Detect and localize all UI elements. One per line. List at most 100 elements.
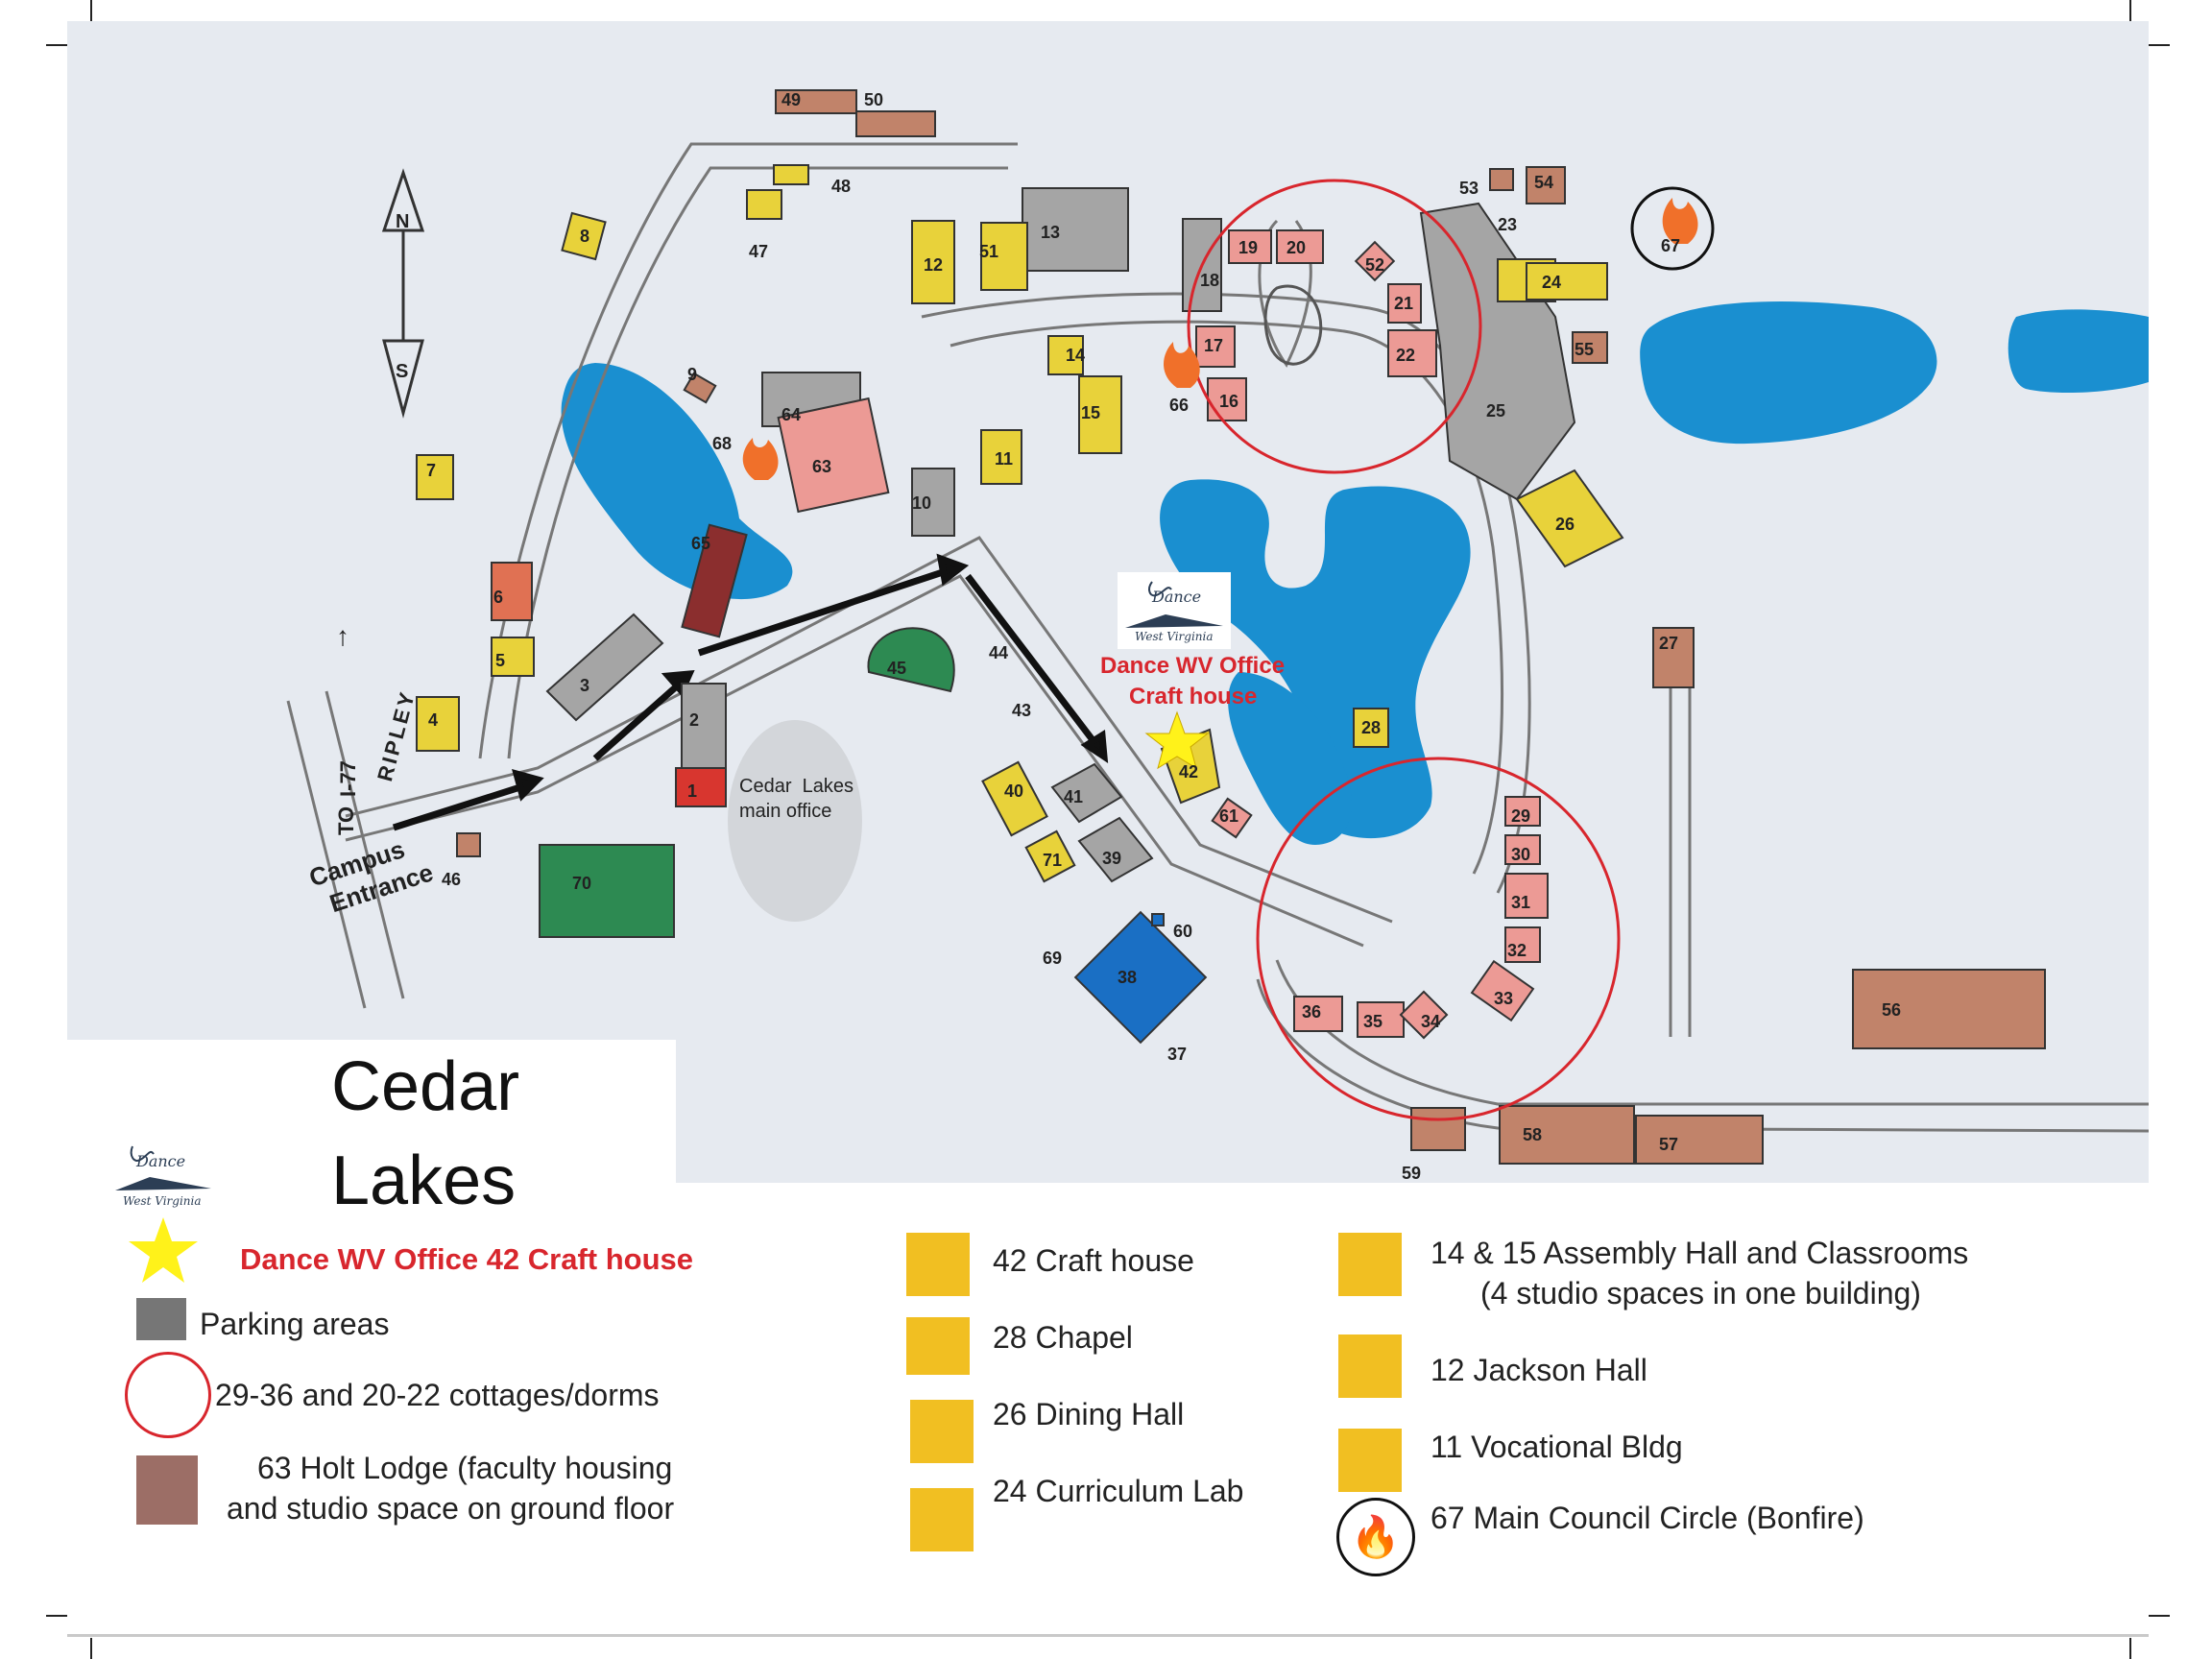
svg-text:46: 46 <box>442 870 461 889</box>
svg-text:64: 64 <box>781 405 801 424</box>
legend-curriculum-swatch <box>910 1488 974 1551</box>
crop-mark <box>90 0 92 21</box>
svg-text:27: 27 <box>1659 634 1678 653</box>
svg-text:8: 8 <box>580 227 589 246</box>
legend-parking-swatch <box>136 1298 186 1340</box>
svg-text:66: 66 <box>1169 396 1189 415</box>
svg-text:12: 12 <box>924 255 943 275</box>
svg-text:53: 53 <box>1459 179 1479 198</box>
svg-text:71: 71 <box>1043 851 1062 870</box>
svg-text:41: 41 <box>1064 787 1083 806</box>
legend-assembly-text-1: 14 & 15 Assembly Hall and Classrooms <box>1431 1236 1969 1270</box>
logo-word-2: West Virginia <box>1135 630 1214 643</box>
svg-text:58: 58 <box>1523 1125 1542 1144</box>
svg-text:22: 22 <box>1396 346 1415 365</box>
lake-east <box>1640 301 1937 445</box>
svg-text:5: 5 <box>495 651 505 670</box>
legend-chapel-swatch <box>906 1317 970 1375</box>
svg-text:48: 48 <box>831 177 851 196</box>
legend-dorms-swatch <box>125 1352 211 1438</box>
office-callout-line-2: Craft house <box>1129 684 1258 709</box>
legend-holt-swatch <box>136 1455 198 1525</box>
svg-text:7: 7 <box>426 461 436 480</box>
crop-mark <box>46 44 67 46</box>
legend-dorms-text: 29-36 and 20-22 cottages/dorms <box>215 1378 660 1412</box>
svg-text:25: 25 <box>1486 401 1505 421</box>
main-office-line-2: main office <box>739 801 832 822</box>
svg-text:28: 28 <box>1361 718 1381 737</box>
legend-vocational-swatch <box>1338 1429 1402 1492</box>
star-icon <box>129 1217 198 1283</box>
svg-text:35: 35 <box>1363 1012 1382 1031</box>
svg-text:32: 32 <box>1507 941 1527 960</box>
legend-area <box>67 1183 2149 1637</box>
svg-text:1: 1 <box>687 781 697 801</box>
svg-text:2: 2 <box>689 710 699 730</box>
crop-mark <box>2149 44 2170 46</box>
svg-text:63: 63 <box>812 457 831 476</box>
legend-dining-text: 26 Dining Hall <box>993 1397 1185 1431</box>
svg-text:33: 33 <box>1494 989 1513 1008</box>
road-label-to: TO <box>334 805 358 835</box>
svg-text:21: 21 <box>1394 294 1413 313</box>
svg-text:36: 36 <box>1302 1002 1321 1022</box>
svg-text:45: 45 <box>887 659 906 678</box>
legend-jackson-swatch <box>1338 1334 1402 1398</box>
svg-text:18: 18 <box>1200 271 1219 290</box>
crop-mark <box>90 1638 92 1659</box>
svg-text:68: 68 <box>712 434 732 453</box>
svg-text:17: 17 <box>1204 336 1223 355</box>
legend-holt-text-1: 63 Holt Lodge (faculty housing <box>257 1451 673 1485</box>
legend-dance-wv-logo: Dance West Virginia <box>111 1139 219 1215</box>
svg-text:16: 16 <box>1219 392 1238 411</box>
svg-text:40: 40 <box>1004 781 1023 801</box>
svg-text:14: 14 <box>1066 346 1085 365</box>
lake-far-east <box>2008 309 2149 394</box>
svg-text:69: 69 <box>1043 949 1062 968</box>
page-title: Cedar Lakes <box>331 1040 519 1228</box>
title-line-1: Cedar <box>331 1048 520 1125</box>
svg-text:56: 56 <box>1882 1000 1901 1020</box>
svg-text:38: 38 <box>1118 968 1137 987</box>
dance-wv-logo: Dance West Virginia <box>1118 572 1231 649</box>
svg-text:29: 29 <box>1511 806 1530 826</box>
svg-text:67: 67 <box>1661 236 1680 255</box>
legend-dining-swatch <box>910 1400 974 1463</box>
office-callout-line-1: Dance WV Office <box>1100 653 1286 679</box>
svg-text:43: 43 <box>1012 701 1031 720</box>
office-callout: Dance WV Office Craft house <box>1100 651 1285 712</box>
legend-office-text: Dance WV Office 42 Craft house <box>240 1242 694 1276</box>
svg-text:9: 9 <box>687 365 697 384</box>
svg-text:52: 52 <box>1365 255 1384 275</box>
lake-central <box>1160 479 1471 839</box>
svg-text:39: 39 <box>1102 849 1121 868</box>
main-office-label: Cedar Lakes main office <box>739 774 854 824</box>
legend-craft-swatch <box>906 1233 970 1296</box>
title-line-2: Lakes <box>331 1142 517 1219</box>
svg-text:19: 19 <box>1238 238 1258 257</box>
legend-chapel-text: 28 Chapel <box>993 1320 1133 1355</box>
dancer-icon <box>115 1145 211 1190</box>
svg-text:31: 31 <box>1511 893 1530 912</box>
bonfire-icon: 🔥 <box>1336 1498 1415 1576</box>
legend-assembly-swatch <box>1338 1233 1402 1296</box>
svg-text:55: 55 <box>1575 340 1594 359</box>
svg-text:54: 54 <box>1534 173 1553 192</box>
svg-text:6: 6 <box>493 588 503 607</box>
star-icon <box>1144 710 1210 770</box>
legend-jackson-text: 12 Jackson Hall <box>1431 1353 1647 1387</box>
svg-text:60: 60 <box>1173 922 1192 941</box>
svg-text:51: 51 <box>979 242 998 261</box>
svg-text:70: 70 <box>572 874 591 893</box>
svg-text:34: 34 <box>1421 1012 1440 1031</box>
svg-text:20: 20 <box>1286 238 1306 257</box>
compass-south-label: S <box>396 361 409 382</box>
legend-curriculum-text: 24 Curriculum Lab <box>993 1474 1244 1508</box>
svg-text:37: 37 <box>1167 1045 1187 1064</box>
legend-holt-text-2: and studio space on ground floor <box>227 1491 675 1526</box>
svg-text:49: 49 <box>781 90 801 109</box>
legend-council-text: 67 Main Council Circle (Bonfire) <box>1431 1501 1864 1535</box>
svg-text:65: 65 <box>691 534 710 553</box>
svg-text:4: 4 <box>428 710 438 730</box>
